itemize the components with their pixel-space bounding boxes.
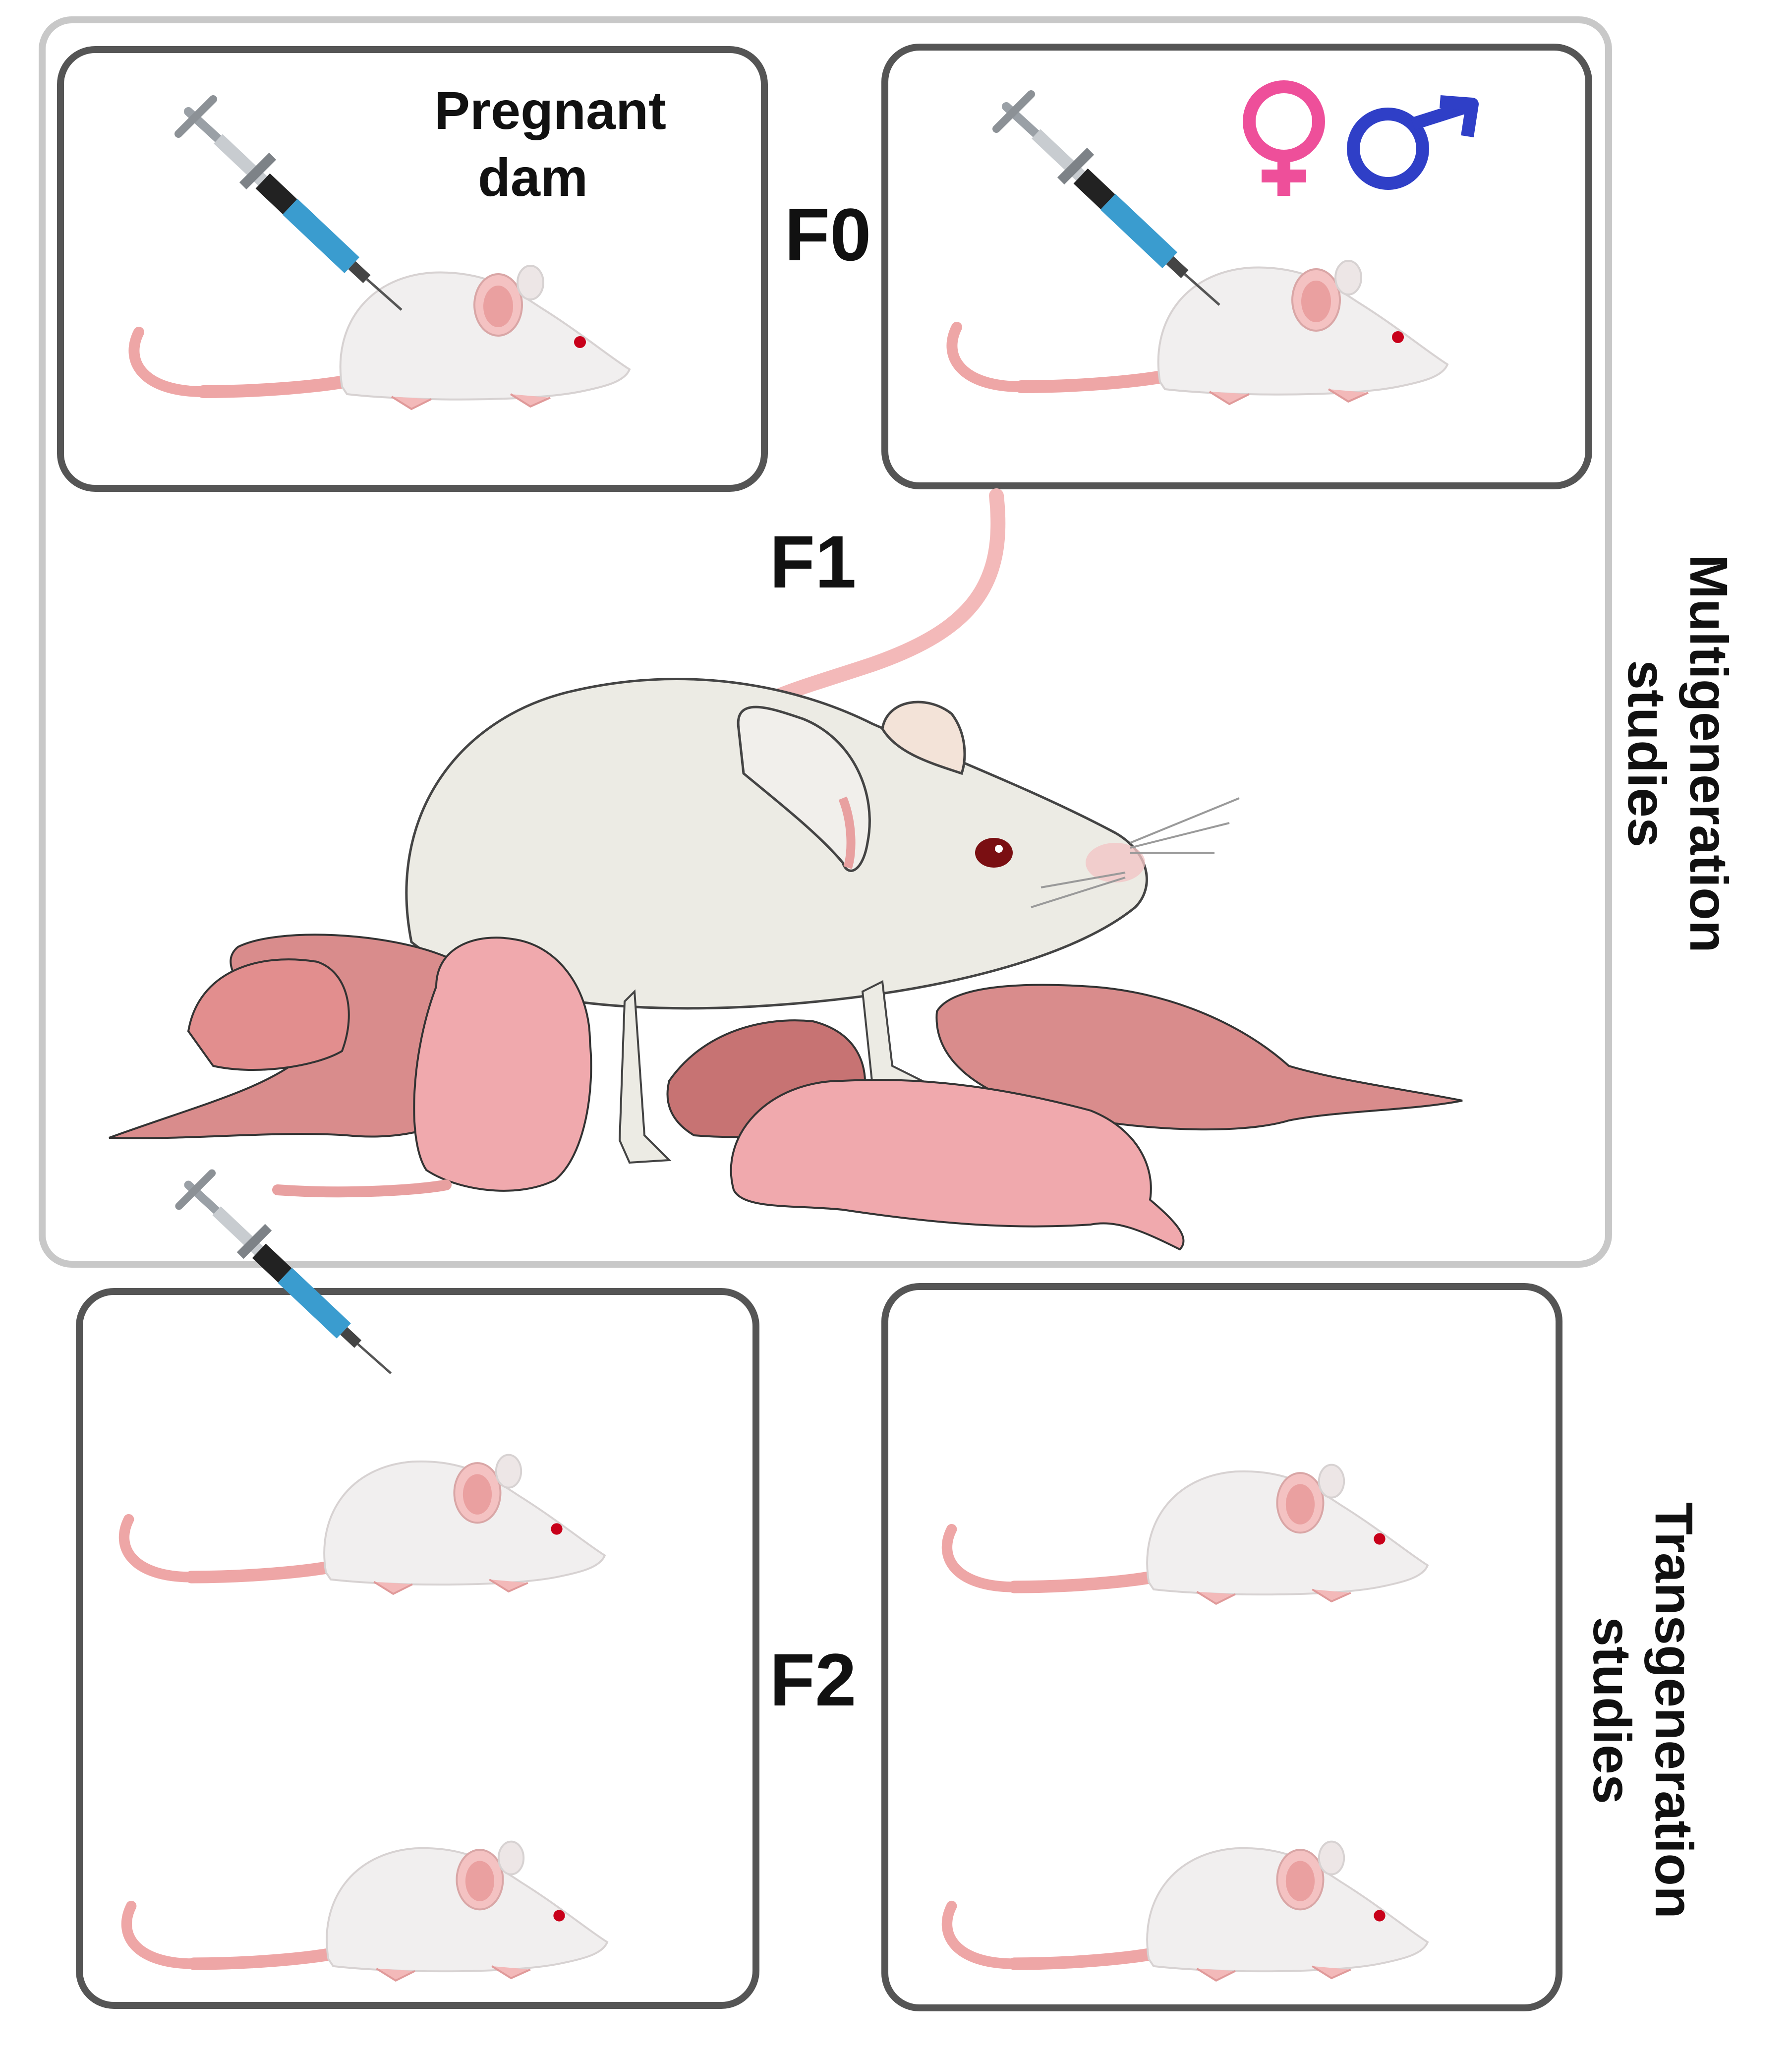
generation-label-f1: F1 (769, 520, 856, 603)
multigeneration-label-line1: Multigeneration (1679, 554, 1739, 953)
generation-label-f0: F0 (784, 193, 871, 276)
generation-label-f2: F2 (769, 1638, 856, 1721)
transgeneration-label-line2: studies (1582, 1617, 1642, 1804)
transgeneration-label: Transgeneration studies (1582, 1502, 1704, 1919)
pregnant-dam-label-line1: Pregnant (434, 80, 666, 140)
male-symbol-icon (1347, 95, 1479, 190)
multigeneration-label-line2: studies (1617, 660, 1677, 847)
panel-f2-right (881, 1283, 1562, 2011)
panel-f0-male-female (881, 44, 1592, 489)
multigeneration-frame (39, 16, 1612, 1268)
transgeneration-label-line1: Transgeneration (1644, 1502, 1704, 1919)
mother-mouse-with-pups (109, 488, 1463, 1251)
multigeneration-label: Multigeneration studies (1617, 554, 1739, 953)
panel-f2-left (76, 1288, 759, 2009)
pregnant-dam-label-line2: dam (478, 147, 588, 207)
female-symbol-icon (1243, 80, 1325, 196)
